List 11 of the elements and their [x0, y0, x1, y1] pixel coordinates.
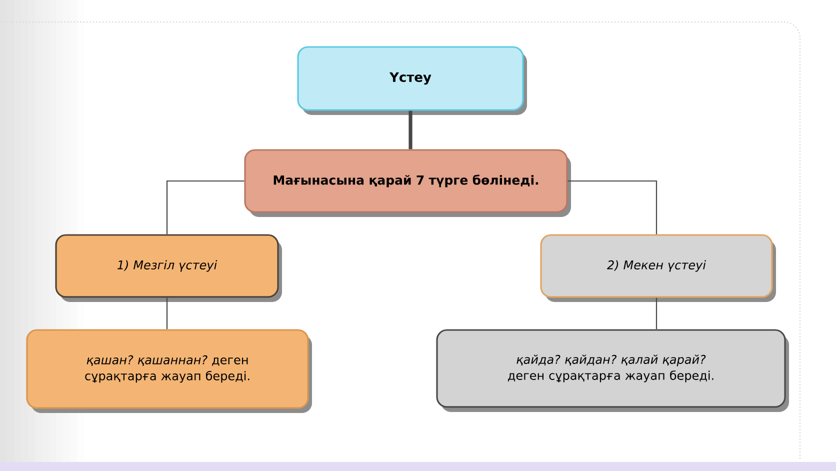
connector-line [166, 180, 244, 234]
connector-line [568, 180, 658, 234]
type-box: 2) Мекен үстеуі [540, 234, 776, 302]
connector-line [408, 110, 412, 150]
description-box: қайда? қайдан? қалай қарай? деген сұрақтарға жауап береді. [436, 329, 789, 412]
type-box: 1) Мезгіл үстеуі [55, 234, 282, 302]
connector-line [166, 298, 168, 330]
connector-line [656, 298, 658, 330]
title-box: Үстеу [297, 46, 527, 115]
description-box: қашан? қашаннан? деген сұрақтарға жауап береді. [26, 329, 312, 413]
category-box: Мағынасына қарай 7 түрге бөлінеді. [244, 149, 571, 217]
